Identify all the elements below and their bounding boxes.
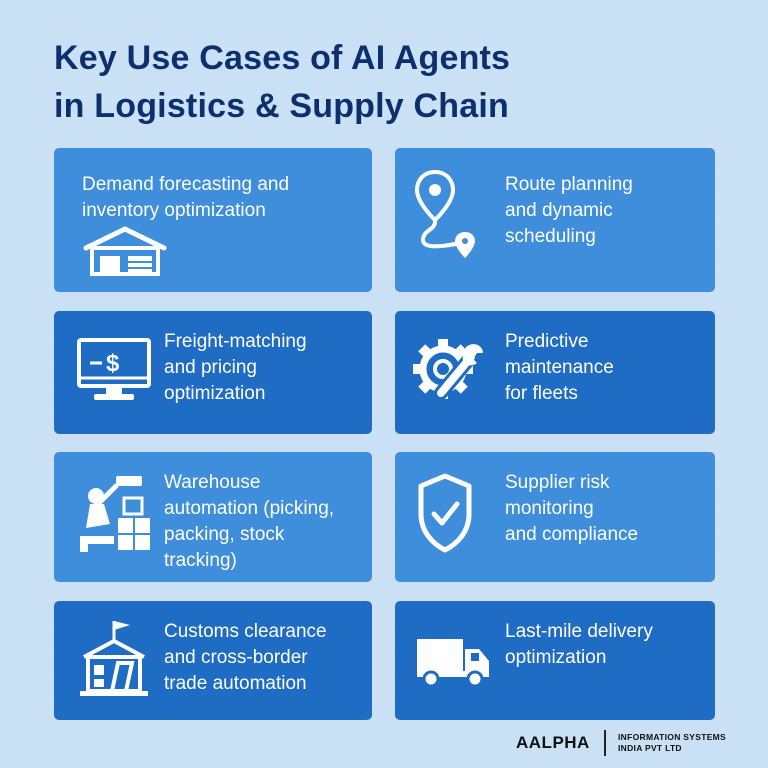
brand-logo-text: AALPHA [516, 733, 590, 752]
warehouse-icon [82, 226, 168, 276]
card-text: Customs clearance and cross-border trade… [164, 621, 327, 694]
title-line-1: Key Use Cases of AI Agents [54, 39, 511, 77]
card-text: Predictive maintenance for fleets [505, 331, 614, 404]
footer-divider [604, 730, 606, 756]
page-title: Key Use Cases of AI Agents in Logistics … [54, 34, 714, 130]
card-text: Last-mile delivery optimization [505, 621, 653, 668]
gear-wrench-icon [411, 333, 487, 411]
delivery-truck-icon [415, 637, 493, 689]
card-text: Demand forecasting and inventory optimiz… [82, 174, 290, 221]
card-demand-forecasting: Demand forecasting and inventory optimiz… [54, 148, 372, 292]
card-predictive-maintenance: Predictive maintenance for fleets [395, 311, 715, 434]
card-warehouse-automation: Warehouse automation (picking, packing, … [54, 452, 372, 582]
card-freight-matching: $ Freight-matching and pricing optimizat… [54, 311, 372, 434]
title-line-2: in Logistics & Supply Chain [54, 87, 509, 125]
card-customs-clearance: Customs clearance and cross-border trade… [54, 601, 372, 720]
brand-subtitle: INFORMATION SYSTEMS INDIA PVT LTD [618, 732, 727, 753]
card-text: Freight-matching and pricing optimizatio… [164, 331, 307, 404]
card-route-planning: Route planning and dynamic scheduling [395, 148, 715, 292]
card-supplier-risk: Supplier risk monitoring and compliance [395, 452, 715, 582]
card-last-mile-delivery: Last-mile delivery optimization [395, 601, 715, 720]
robot-arm-boxes-icon [76, 474, 154, 554]
card-text: Supplier risk monitoring and compliance [505, 472, 639, 545]
shield-check-icon [417, 472, 473, 556]
card-text: Route planning and dynamic scheduling [505, 174, 633, 247]
card-text: Warehouse automation (picking, packing, … [164, 472, 335, 571]
route-pin-icon [415, 170, 485, 274]
svg-text:$: $ [106, 350, 120, 377]
customs-building-icon [76, 617, 152, 701]
monitor-dollar-icon: $ [76, 337, 152, 409]
